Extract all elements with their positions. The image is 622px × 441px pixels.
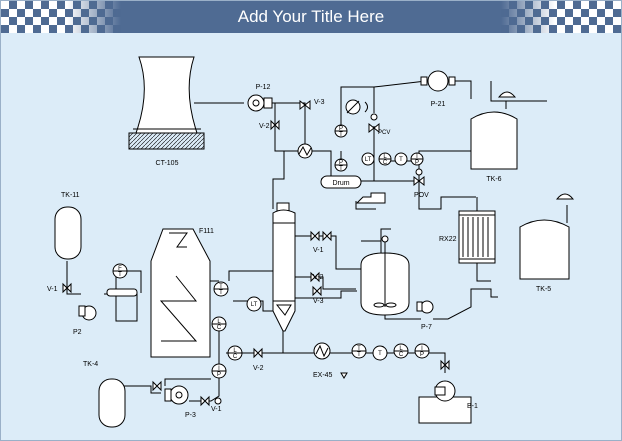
valve-v2-mid[interactable]: V-2 (310, 271, 324, 283)
valve-v3-mid[interactable]: V-3 (312, 285, 324, 305)
instrument-ft[interactable]: T (118, 272, 122, 278)
instrument-l-b[interactable]: L (399, 346, 403, 352)
instrument-i-b[interactable]: I (421, 346, 423, 352)
tank-tk4[interactable]: TK-4 (83, 361, 126, 428)
label-pcv: PCV (378, 130, 390, 136)
valve-v2-top[interactable]: V-2 (259, 119, 280, 131)
instrument-t-b1b[interactable]: T (357, 352, 361, 358)
label-p2: P2 (73, 329, 82, 336)
label-pov: POV (414, 192, 429, 199)
label-p7: P-7 (421, 324, 432, 331)
instrument-p-top[interactable]: P (339, 126, 343, 132)
label-drum: Drum (332, 180, 349, 187)
instrument-f[interactable]: F (118, 266, 122, 272)
label-p21: P-21 (431, 101, 446, 108)
instrument-i-mid[interactable]: I (218, 366, 220, 372)
label-v1-bottom: V-1 (211, 406, 222, 413)
instrument-l-top[interactable]: L (383, 154, 387, 160)
label-p3: P-3 (185, 412, 196, 419)
instrument-cluster-top: P T P T PCV LT L C T I P (334, 99, 424, 172)
label-v2-mid: V-2 (313, 274, 324, 281)
instrument-cluster-furnace: T T L C LT L C I P (211, 281, 262, 379)
instrument-p-low[interactable]: P (217, 372, 221, 378)
checker-pattern-right (501, 1, 621, 33)
instrument-t-b1[interactable]: T (357, 346, 361, 352)
label-ex45: EX-45 (313, 372, 333, 379)
heat-exchanger-coil[interactable] (297, 143, 313, 159)
instrument-cluster-bottom: T T T L C I P (351, 343, 450, 371)
label-v3-mid: V-3 (313, 298, 324, 305)
instrument-l-furnace[interactable]: L (217, 319, 221, 325)
instrument-i-top[interactable]: I (416, 154, 418, 160)
page-title[interactable]: Add Your Title Here (237, 7, 385, 26)
label-tk6: TK-6 (486, 176, 501, 183)
label-v3-top: V-3 (314, 99, 325, 106)
drum-vessel[interactable]: Drum (320, 175, 386, 204)
checker-pattern-left (1, 1, 121, 33)
cooling-tower-ct105[interactable]: CT-105 (128, 56, 205, 167)
pump-p21[interactable]: P-21 (420, 70, 456, 108)
instrument-c-top[interactable]: C (383, 160, 388, 166)
pump-p3[interactable]: P-3 (164, 385, 196, 419)
valve-tk4-outlet[interactable] (152, 380, 162, 392)
tank-tk5[interactable]: TK-5 (519, 193, 575, 293)
valve-v1-left[interactable]: V-1 (47, 282, 72, 294)
tank-tk6[interactable]: TK-6 (470, 91, 518, 183)
instrument-ip-top[interactable]: P (415, 160, 419, 166)
label-v2-bottom: V-2 (253, 365, 264, 372)
furnace-f111[interactable]: F111 (150, 228, 214, 358)
tank-tk11[interactable]: TK-11 (54, 192, 82, 260)
instrument-t-b2[interactable]: T (378, 351, 382, 357)
title-bar: Add Your Title Here (1, 1, 621, 33)
valve-v3-top[interactable]: V-3 (299, 99, 325, 111)
label-v1-left: V-1 (47, 286, 58, 293)
instrument-l-mid[interactable]: L (233, 348, 237, 354)
distillation-column[interactable] (272, 202, 296, 332)
label-tk4: TK-4 (83, 361, 98, 368)
instrument-tt2[interactable]: T (219, 290, 223, 296)
instrument-t-top[interactable]: T (339, 132, 343, 138)
label-tk11: TK-11 (61, 192, 80, 199)
instrument-lt-mid[interactable]: LT (251, 302, 258, 308)
label-v1-mid: V-1 (313, 247, 324, 254)
instrument-p-b[interactable]: P (420, 352, 424, 358)
instrument-lt-top[interactable]: LT (365, 157, 372, 163)
valve-v1-mid[interactable]: V-1 (310, 230, 332, 254)
reactor-vessel[interactable] (360, 235, 410, 316)
reactor-rx22[interactable]: RX22 (439, 210, 496, 264)
label-b1: B-1 (467, 403, 478, 410)
instrument-t-top2[interactable]: T (399, 157, 403, 163)
boiler-b1[interactable]: B-1 (418, 380, 478, 424)
label-tk5: TK-5 (536, 286, 551, 293)
valve-v1-bottom[interactable]: V-1 (200, 395, 222, 413)
valve-v2-bottom[interactable]: V-2 (253, 347, 264, 372)
label-f111: F111 (199, 228, 214, 235)
pump-p7[interactable]: P-7 (416, 300, 434, 331)
valve-pov[interactable]: POV (413, 168, 429, 199)
instrument-c-b[interactable]: C (399, 352, 404, 358)
heat-exchanger-ex45[interactable]: EX-45 (313, 342, 348, 379)
label-p12: P-12 (256, 84, 271, 91)
instrument-c-mid[interactable]: C (233, 354, 238, 360)
label-v2-top: V-2 (259, 123, 270, 130)
label-rx22: RX22 (439, 236, 457, 243)
filter-element[interactable]: F T (106, 263, 138, 297)
instrument-tt1[interactable]: T (219, 284, 223, 290)
label-ct105: CT-105 (156, 160, 179, 167)
pump-p12[interactable]: P-12 (247, 84, 273, 112)
instrument-p-mid[interactable]: P (339, 160, 343, 166)
pump-p2[interactable]: P2 (73, 305, 97, 336)
instrument-t-mid[interactable]: T (339, 166, 343, 172)
instrument-c-furnace[interactable]: C (217, 325, 222, 331)
